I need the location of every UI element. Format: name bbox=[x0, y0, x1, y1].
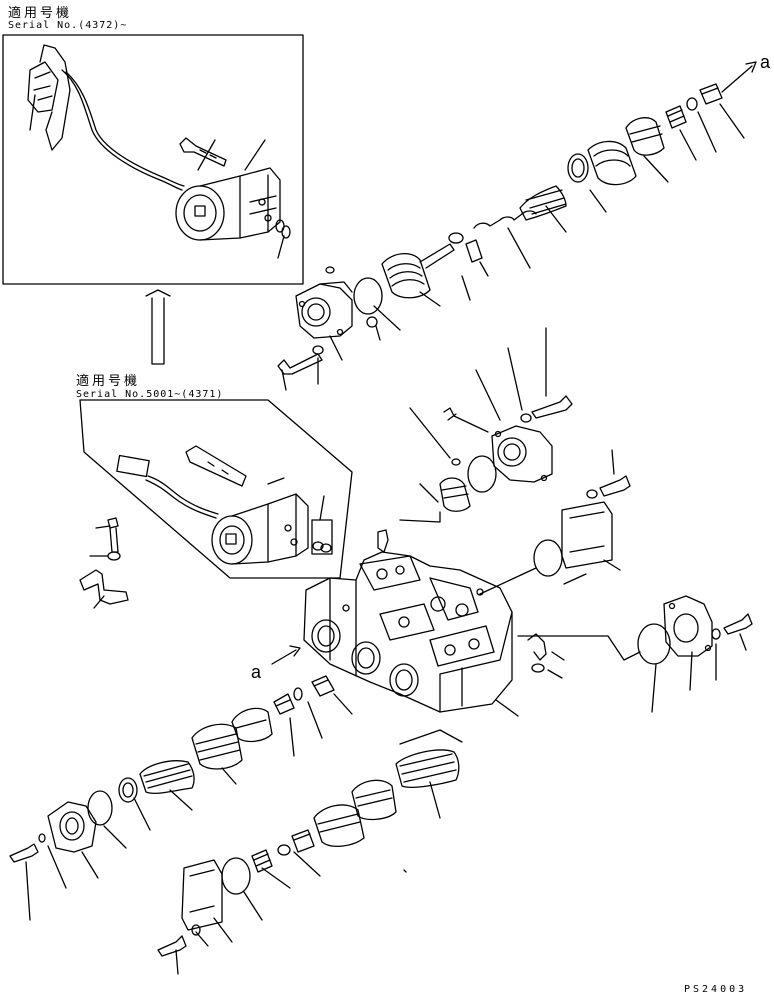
inset-top-serial: Serial No.(4372)~ bbox=[8, 20, 128, 31]
inset-middle-applicable-label: 適用号機 bbox=[76, 374, 141, 389]
middle-cover-group bbox=[410, 328, 630, 570]
arrow-ur-icon bbox=[272, 646, 300, 664]
valve-body bbox=[304, 512, 640, 744]
drawing-code: PS24003 bbox=[684, 984, 748, 995]
lower-spool-group-1 bbox=[10, 676, 352, 920]
callout-a-top: a bbox=[760, 52, 771, 72]
solenoid-assembly-middle bbox=[117, 446, 332, 564]
callout-a-mid: a bbox=[251, 662, 262, 682]
arrow-up-icon bbox=[146, 290, 170, 364]
arrow-right-icon bbox=[722, 62, 756, 92]
inset-middle-frame bbox=[80, 400, 352, 578]
right-cover-group bbox=[528, 540, 752, 712]
solenoid-assembly-top bbox=[28, 45, 290, 258]
upper-spool-group bbox=[278, 84, 744, 390]
bracket-bolt-set bbox=[80, 518, 128, 608]
inset-top-frame bbox=[3, 35, 303, 284]
inset-top-applicable-label: 適用号機 bbox=[8, 6, 73, 21]
lower-spool-group-2 bbox=[158, 750, 459, 974]
inset-middle-serial: Serial No.5001~(4371) bbox=[76, 389, 224, 400]
